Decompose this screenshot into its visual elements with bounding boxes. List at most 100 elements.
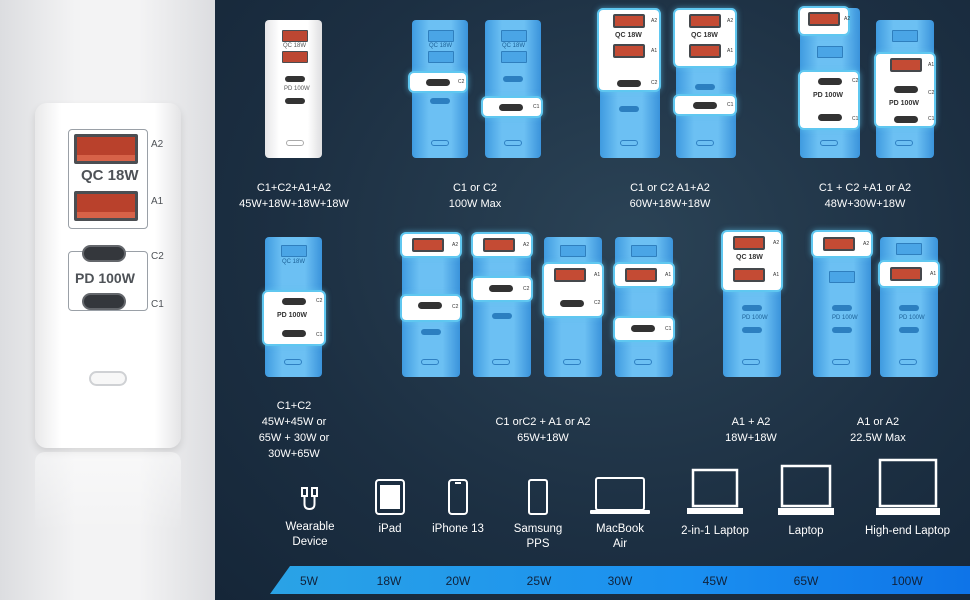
usb-a1-port	[625, 268, 657, 282]
usb-a1-port	[733, 268, 765, 282]
usb-c-port	[489, 285, 513, 292]
highlight-a1: A1	[613, 262, 675, 288]
usb-c-port	[818, 114, 842, 121]
usb-a1-port	[74, 191, 138, 221]
usb-c-port	[742, 327, 762, 333]
device-samsung: Samsung PPS	[506, 478, 570, 552]
usb-c-port	[492, 313, 512, 319]
usb-a1-port	[689, 44, 721, 58]
qc-mini-label: QC 18W	[283, 43, 307, 49]
usb-a-port	[631, 245, 657, 257]
usb-a2-port	[733, 236, 765, 250]
usb-a2-port	[613, 14, 645, 28]
port-c2-tag: C2	[523, 286, 530, 292]
charger-all-ports: QC 18W PD 100W	[265, 20, 322, 158]
highlight-a2-a1-c2: QC 18W A2 A1 C2	[597, 8, 661, 92]
usb-a-port	[428, 30, 454, 42]
usb-a-port	[282, 51, 308, 63]
port-c1-tag: C1	[852, 116, 859, 122]
port-a1-label: A1	[151, 196, 164, 207]
qc-mini-label: QC 18W	[429, 43, 453, 49]
usb-c-port	[418, 302, 442, 309]
usb-c-port	[282, 330, 306, 337]
usb-a-port	[817, 46, 843, 58]
usb-c-port	[894, 86, 918, 93]
device-label: iPad	[378, 523, 402, 535]
charger-a2-only: PD 100W	[813, 237, 871, 377]
device-label: Samsung PPS	[513, 523, 563, 550]
watt-label: 25W	[526, 574, 552, 588]
usb-c-port	[426, 79, 450, 86]
usb-c-port	[832, 327, 852, 333]
port-c1-tag: C1	[727, 102, 734, 108]
highlight-a1-c2-c1: PD 100W A1 C2 C1	[874, 52, 936, 128]
port-a2-tag: A2	[844, 16, 851, 22]
highlight-c2-c1: PD 100W C2 C1	[262, 290, 326, 346]
usb-a2-port	[823, 237, 855, 251]
usb-a2-port	[808, 12, 840, 26]
usb-c-port	[619, 106, 639, 112]
qc-mini-label: QC 18W	[282, 259, 306, 265]
highlight-a2: A2	[811, 230, 873, 258]
highlight-c1: C1	[481, 96, 543, 118]
usb-c-port	[818, 78, 842, 85]
port-a2-tag: A2	[523, 242, 530, 248]
usb-c-port	[285, 98, 305, 104]
usb-c-port	[421, 329, 441, 335]
indicator-light	[820, 140, 838, 146]
usb-a-port	[281, 245, 307, 257]
pd-mini-label: PD 100W	[832, 315, 858, 321]
indicator-light	[431, 140, 449, 146]
port-a1-tag: A1	[928, 62, 935, 68]
highlight-c2: C2	[408, 71, 468, 93]
phone-icon	[528, 479, 548, 515]
port-a1-tag: A1	[930, 271, 937, 277]
usb-c-port	[832, 305, 852, 311]
indicator-light	[284, 359, 302, 365]
laptop-icon	[687, 468, 743, 514]
device-label: Wearable Device	[285, 521, 335, 548]
device-wearable: Wearable Device	[270, 484, 350, 550]
watt-label: 100W	[891, 574, 923, 588]
port-a1-tag: A1	[651, 48, 658, 54]
caption-c-plus-a: C1 orC2 + A1 or A2 65W+18W	[495, 416, 591, 444]
usb-c-port	[695, 84, 715, 90]
usb-a2-port	[74, 134, 138, 164]
device-label: 2-in-1 Laptop	[681, 525, 749, 537]
port-a2-tag: A2	[651, 18, 658, 24]
usb-c-port	[430, 98, 450, 104]
charger-c1-a2	[473, 237, 531, 377]
device-laptop: Laptop	[771, 462, 841, 539]
caption-c1-c2: C1+C2 45W+45W or 65W + 30W or 30W+65W	[258, 400, 330, 460]
caption-all-ports: C1+C2+A1+A2 45W+18W+18W+18W	[239, 182, 349, 210]
port-a1-tag: A1	[594, 272, 601, 278]
indicator-light	[89, 371, 127, 386]
usb-c-port	[617, 80, 641, 87]
laptop-icon	[778, 464, 834, 515]
port-c1-tag: C1	[665, 326, 672, 332]
highlight-a2: A2	[400, 232, 462, 258]
laptop-icon	[590, 477, 650, 514]
usb-a-port	[896, 243, 922, 255]
watt-label: 5W	[300, 574, 318, 588]
pd-mini-label: PD 100W	[742, 315, 768, 321]
indicator-light	[742, 359, 760, 365]
qc-mini-label: QC 18W	[615, 32, 642, 39]
indicator-light	[899, 359, 917, 365]
highlight-a2: A2	[798, 6, 850, 36]
usb-a-port	[501, 51, 527, 63]
caption-c1-or-c2: C1 or C2 100W Max	[448, 182, 502, 210]
port-c2-tag: C2	[852, 78, 859, 84]
usb-c-port	[693, 102, 717, 109]
laptop-icon	[875, 458, 940, 515]
highlight-c2: C2	[400, 294, 462, 322]
pd-mini-label: PD 100W	[899, 315, 925, 321]
qc-label: QC 18W	[81, 167, 139, 184]
pd-label: PD 100W	[75, 270, 135, 286]
wearable-icon	[301, 487, 318, 511]
highlight-a1: A1	[878, 260, 940, 288]
usb-a2-port	[689, 14, 721, 28]
highlight-a2: A2	[471, 232, 533, 258]
device-highend-laptop: High-end Laptop	[855, 456, 960, 539]
usb-c-port	[282, 298, 306, 305]
